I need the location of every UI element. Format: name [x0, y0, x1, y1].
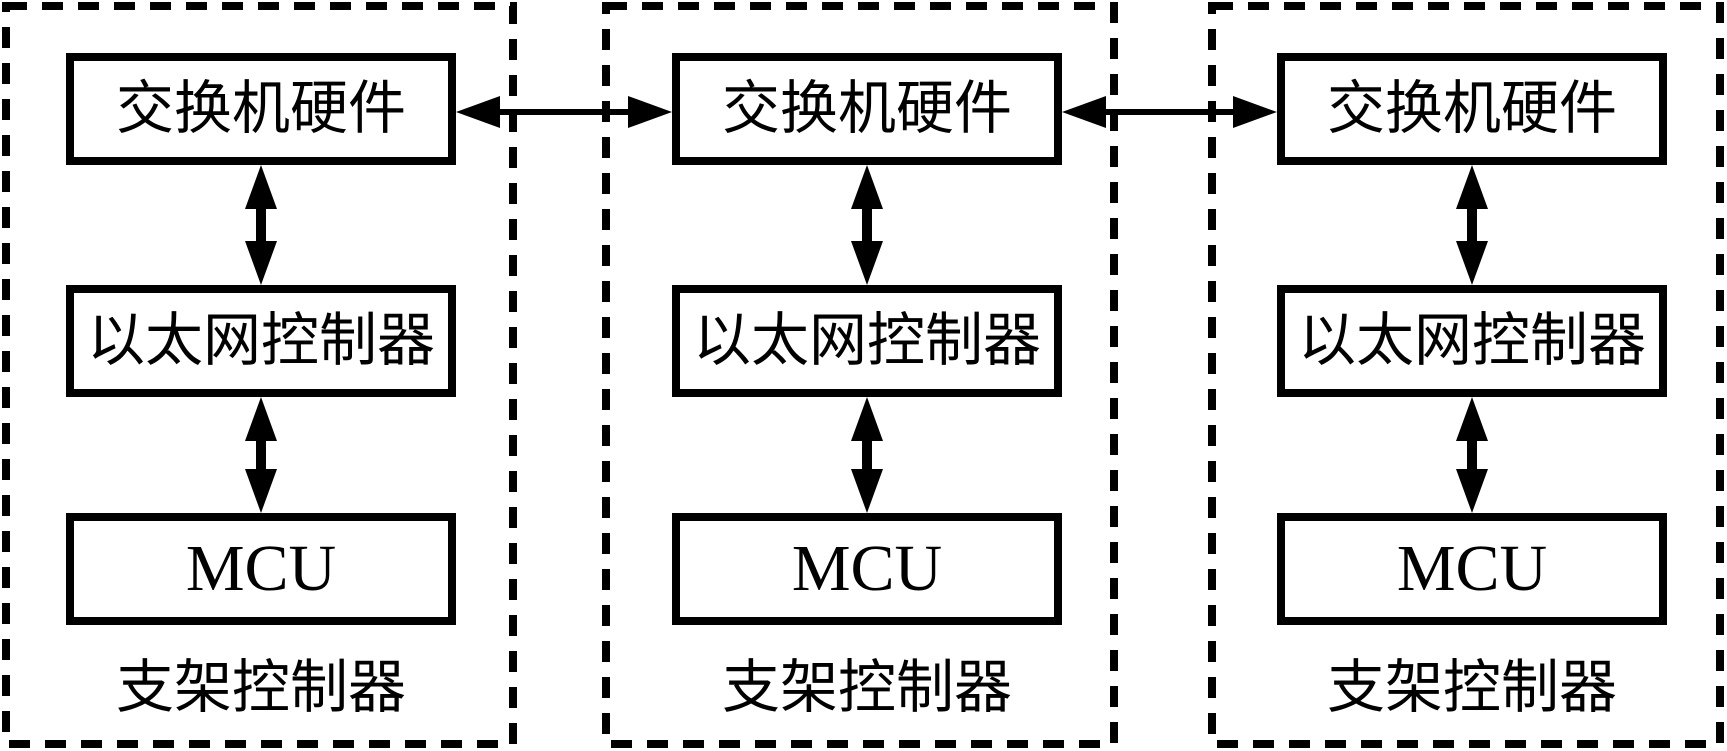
unit-caption-3: 支架控制器: [1326, 655, 1617, 720]
unit-1-dashed-border: [2, 2, 517, 748]
v-arrow-ethernet2-mcu2-icon: [851, 397, 883, 513]
ethernet-controller-box-1: 以太网控制器: [66, 285, 456, 397]
v-arrow-ethernet3-mcu3-icon: [1456, 397, 1488, 513]
v-arrow-switch2-ethernet2-icon: [851, 165, 883, 285]
mcu-label-1: MCU: [185, 532, 337, 605]
mcu-label-2: MCU: [791, 532, 943, 605]
h-arrow-switch1-switch2-icon: [456, 96, 672, 128]
h-arrow-switch2-switch3-icon: [1062, 96, 1277, 128]
v-arrow-ethernet1-mcu1-icon: [245, 397, 277, 513]
mcu-box-3: MCU: [1277, 513, 1667, 625]
mcu-label-3: MCU: [1396, 532, 1548, 605]
v-arrow-switch3-ethernet3-icon: [1456, 165, 1488, 285]
ethernet-controller-label-3: 以太网控制器: [1297, 308, 1646, 373]
switch-hardware-label-3: 交换机硬件: [1326, 76, 1617, 141]
switch-hardware-label-2: 交换机硬件: [721, 76, 1012, 141]
unit-caption-2: 支架控制器: [721, 655, 1012, 720]
switch-hardware-box-3: 交换机硬件: [1277, 53, 1667, 165]
unit-caption-1: 支架控制器: [115, 655, 406, 720]
switch-hardware-box-2: 交换机硬件: [672, 53, 1062, 165]
mcu-box-1: MCU: [66, 513, 456, 625]
mcu-box-2: MCU: [672, 513, 1062, 625]
ethernet-controller-box-2: 以太网控制器: [672, 285, 1062, 397]
v-arrow-switch1-ethernet1-icon: [245, 165, 277, 285]
switch-hardware-box-1: 交换机硬件: [66, 53, 456, 165]
unit-3-dashed-border: [1208, 2, 1724, 748]
switch-hardware-label-1: 交换机硬件: [115, 76, 406, 141]
ethernet-controller-label-2: 以太网控制器: [692, 308, 1041, 373]
ethernet-controller-box-3: 以太网控制器: [1277, 285, 1667, 397]
ethernet-controller-label-1: 以太网控制器: [86, 308, 435, 373]
unit-2-dashed-border: [602, 2, 1118, 748]
